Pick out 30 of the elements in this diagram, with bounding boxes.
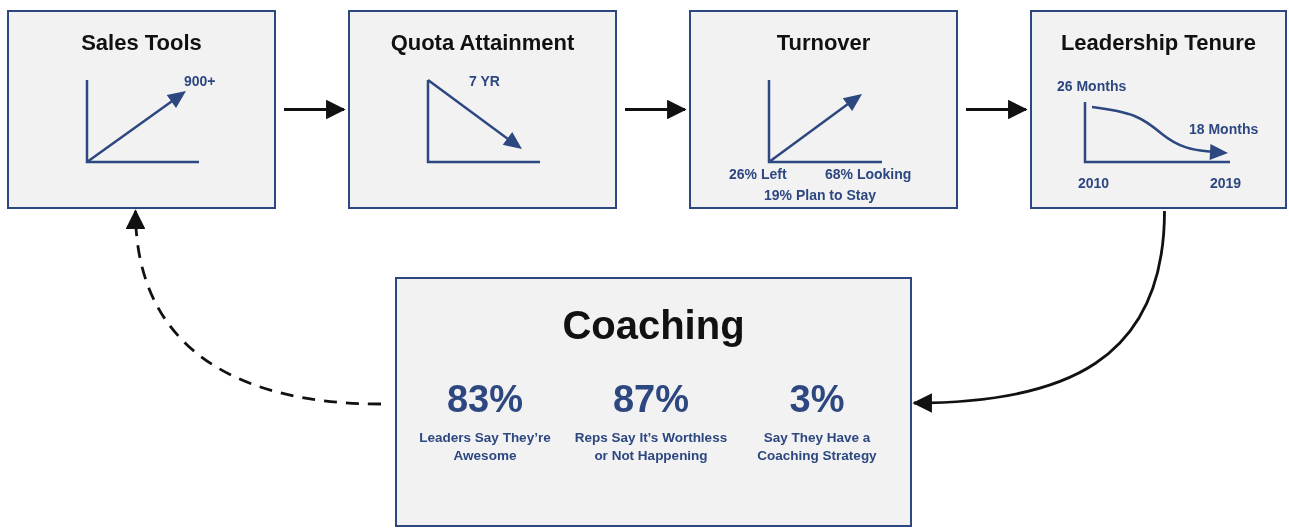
card-title: Sales Tools [80,30,203,57]
arrow [912,210,1166,413]
card-title: Coaching [561,302,746,349]
stat-value: 83% [445,379,525,421]
arrow [625,99,687,120]
chart-label: 2019 [1210,175,1242,192]
arrow [284,99,346,120]
chart-label: 68% Looking [825,166,912,183]
card-title: Turnover [775,30,872,57]
arrow [966,99,1028,120]
chart-label: 900+ [184,73,216,90]
chart-label: 26 Months [1057,78,1127,95]
chart-card [689,10,958,209]
card-title: Quota Attainment [389,30,576,57]
chart-label: 7 YR [469,73,500,90]
chart-card [1030,10,1287,209]
chart-label: 2010 [1078,175,1110,192]
stat-description: Leaders Say They’re Awesome [418,429,552,466]
stat-value: 3% [788,379,846,421]
chart-card [348,10,617,209]
chart-label: 18 Months [1189,121,1259,138]
chart-label: 26% Left [729,166,787,183]
stat-description: Say They Have a Coaching Strategy [756,429,878,466]
chart-label: 19% Plan to Stay [764,187,877,204]
stat-value: 87% [611,379,691,421]
chart-card [7,10,276,209]
coaching-card [395,277,912,527]
dashed-arrow [126,209,382,406]
stat-description: Reps Say It’s Worthless or Not Happening [573,429,729,466]
card-title: Leadership Tenure [1059,30,1258,57]
